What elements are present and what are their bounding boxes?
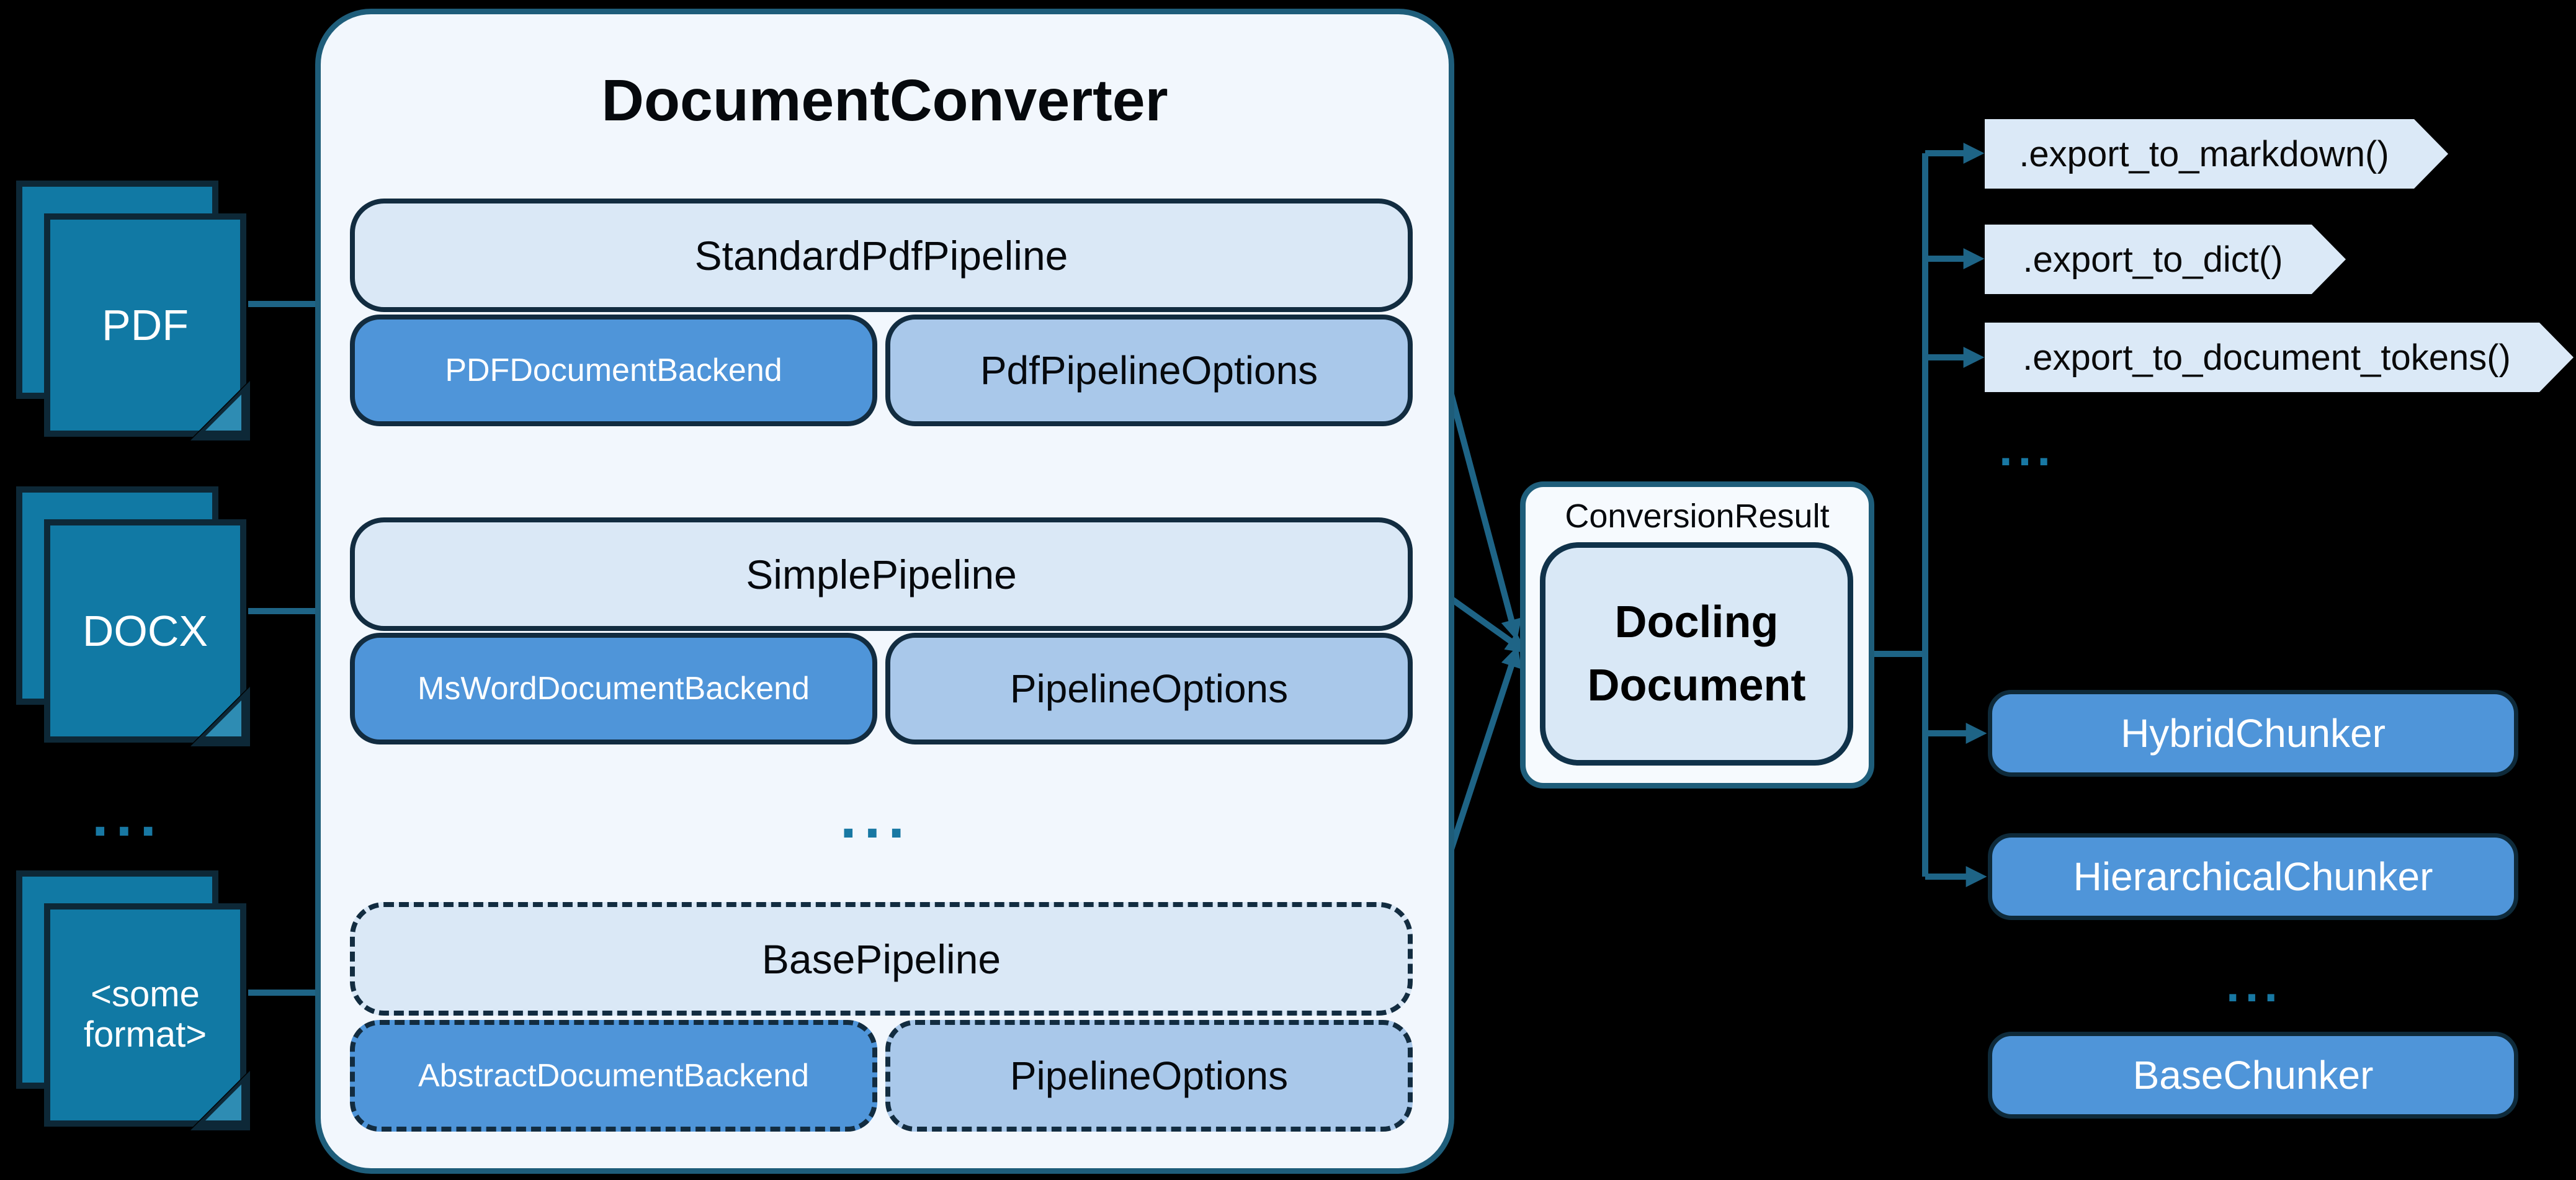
chunker-base-abstract: BaseChunker	[1988, 1032, 2518, 1119]
document-converter-title: DocumentConverter	[601, 68, 1168, 133]
ellipsis-exports: ...	[1998, 421, 2057, 476]
format-label-line: PDF	[102, 300, 189, 349]
export-method-dict: .export_to_dict()	[1985, 225, 2346, 294]
input-doc-docx: DOCX	[16, 486, 264, 747]
ellipsis-chunkers: ...	[2225, 957, 2284, 1012]
docling-document-box: Docling Document	[1540, 542, 1853, 766]
chunker-hybrid: HybridChunker	[1988, 690, 2518, 777]
document-page-front-icon: DOCX	[44, 519, 250, 746]
chunker-hierarchical: HierarchicalChunker	[1988, 833, 2518, 920]
format-label-some-format: <some format>	[83, 974, 207, 1055]
ellipsis-pipelines: ...	[839, 784, 913, 851]
docling-document-line: Document	[1587, 661, 1806, 710]
format-label-docx: DOCX	[83, 607, 208, 655]
docling-document-line: Docling	[1614, 597, 1779, 647]
document-page-front-icon: <some format>	[44, 903, 250, 1130]
pipeline-standard-pdf: StandardPdfPipeline	[350, 199, 1413, 312]
conversion-result-label: ConversionResult	[1565, 498, 1830, 535]
export-method-markdown: .export_to_markdown()	[1985, 119, 2448, 189]
options-pipeline: PipelineOptions	[885, 633, 1413, 744]
input-doc-some-format: <some format>	[16, 870, 264, 1131]
options-pipeline-abstract: PipelineOptions	[885, 1020, 1413, 1132]
format-label-pdf: PDF	[102, 301, 189, 349]
document-page-front-icon: PDF	[44, 213, 250, 440]
format-label-line: DOCX	[82, 606, 208, 655]
pipeline-simple: SimplePipeline	[350, 517, 1413, 631]
backend-abstract-document: AbstractDocumentBackend	[350, 1020, 877, 1132]
backend-msword-document: MsWordDocumentBackend	[350, 633, 877, 744]
pipeline-base-abstract: BasePipeline	[350, 902, 1413, 1016]
format-label-line: <some	[91, 974, 200, 1015]
export-method-document-tokens: .export_to_document_tokens()	[1985, 323, 2574, 392]
ellipsis-inputs: ...	[91, 782, 164, 849]
format-label-line: format>	[83, 1014, 207, 1055]
backend-pdf-document: PDFDocumentBackend	[350, 315, 877, 426]
input-doc-pdf: PDF	[16, 181, 264, 441]
options-pdf-pipeline: PdfPipelineOptions	[885, 315, 1413, 426]
